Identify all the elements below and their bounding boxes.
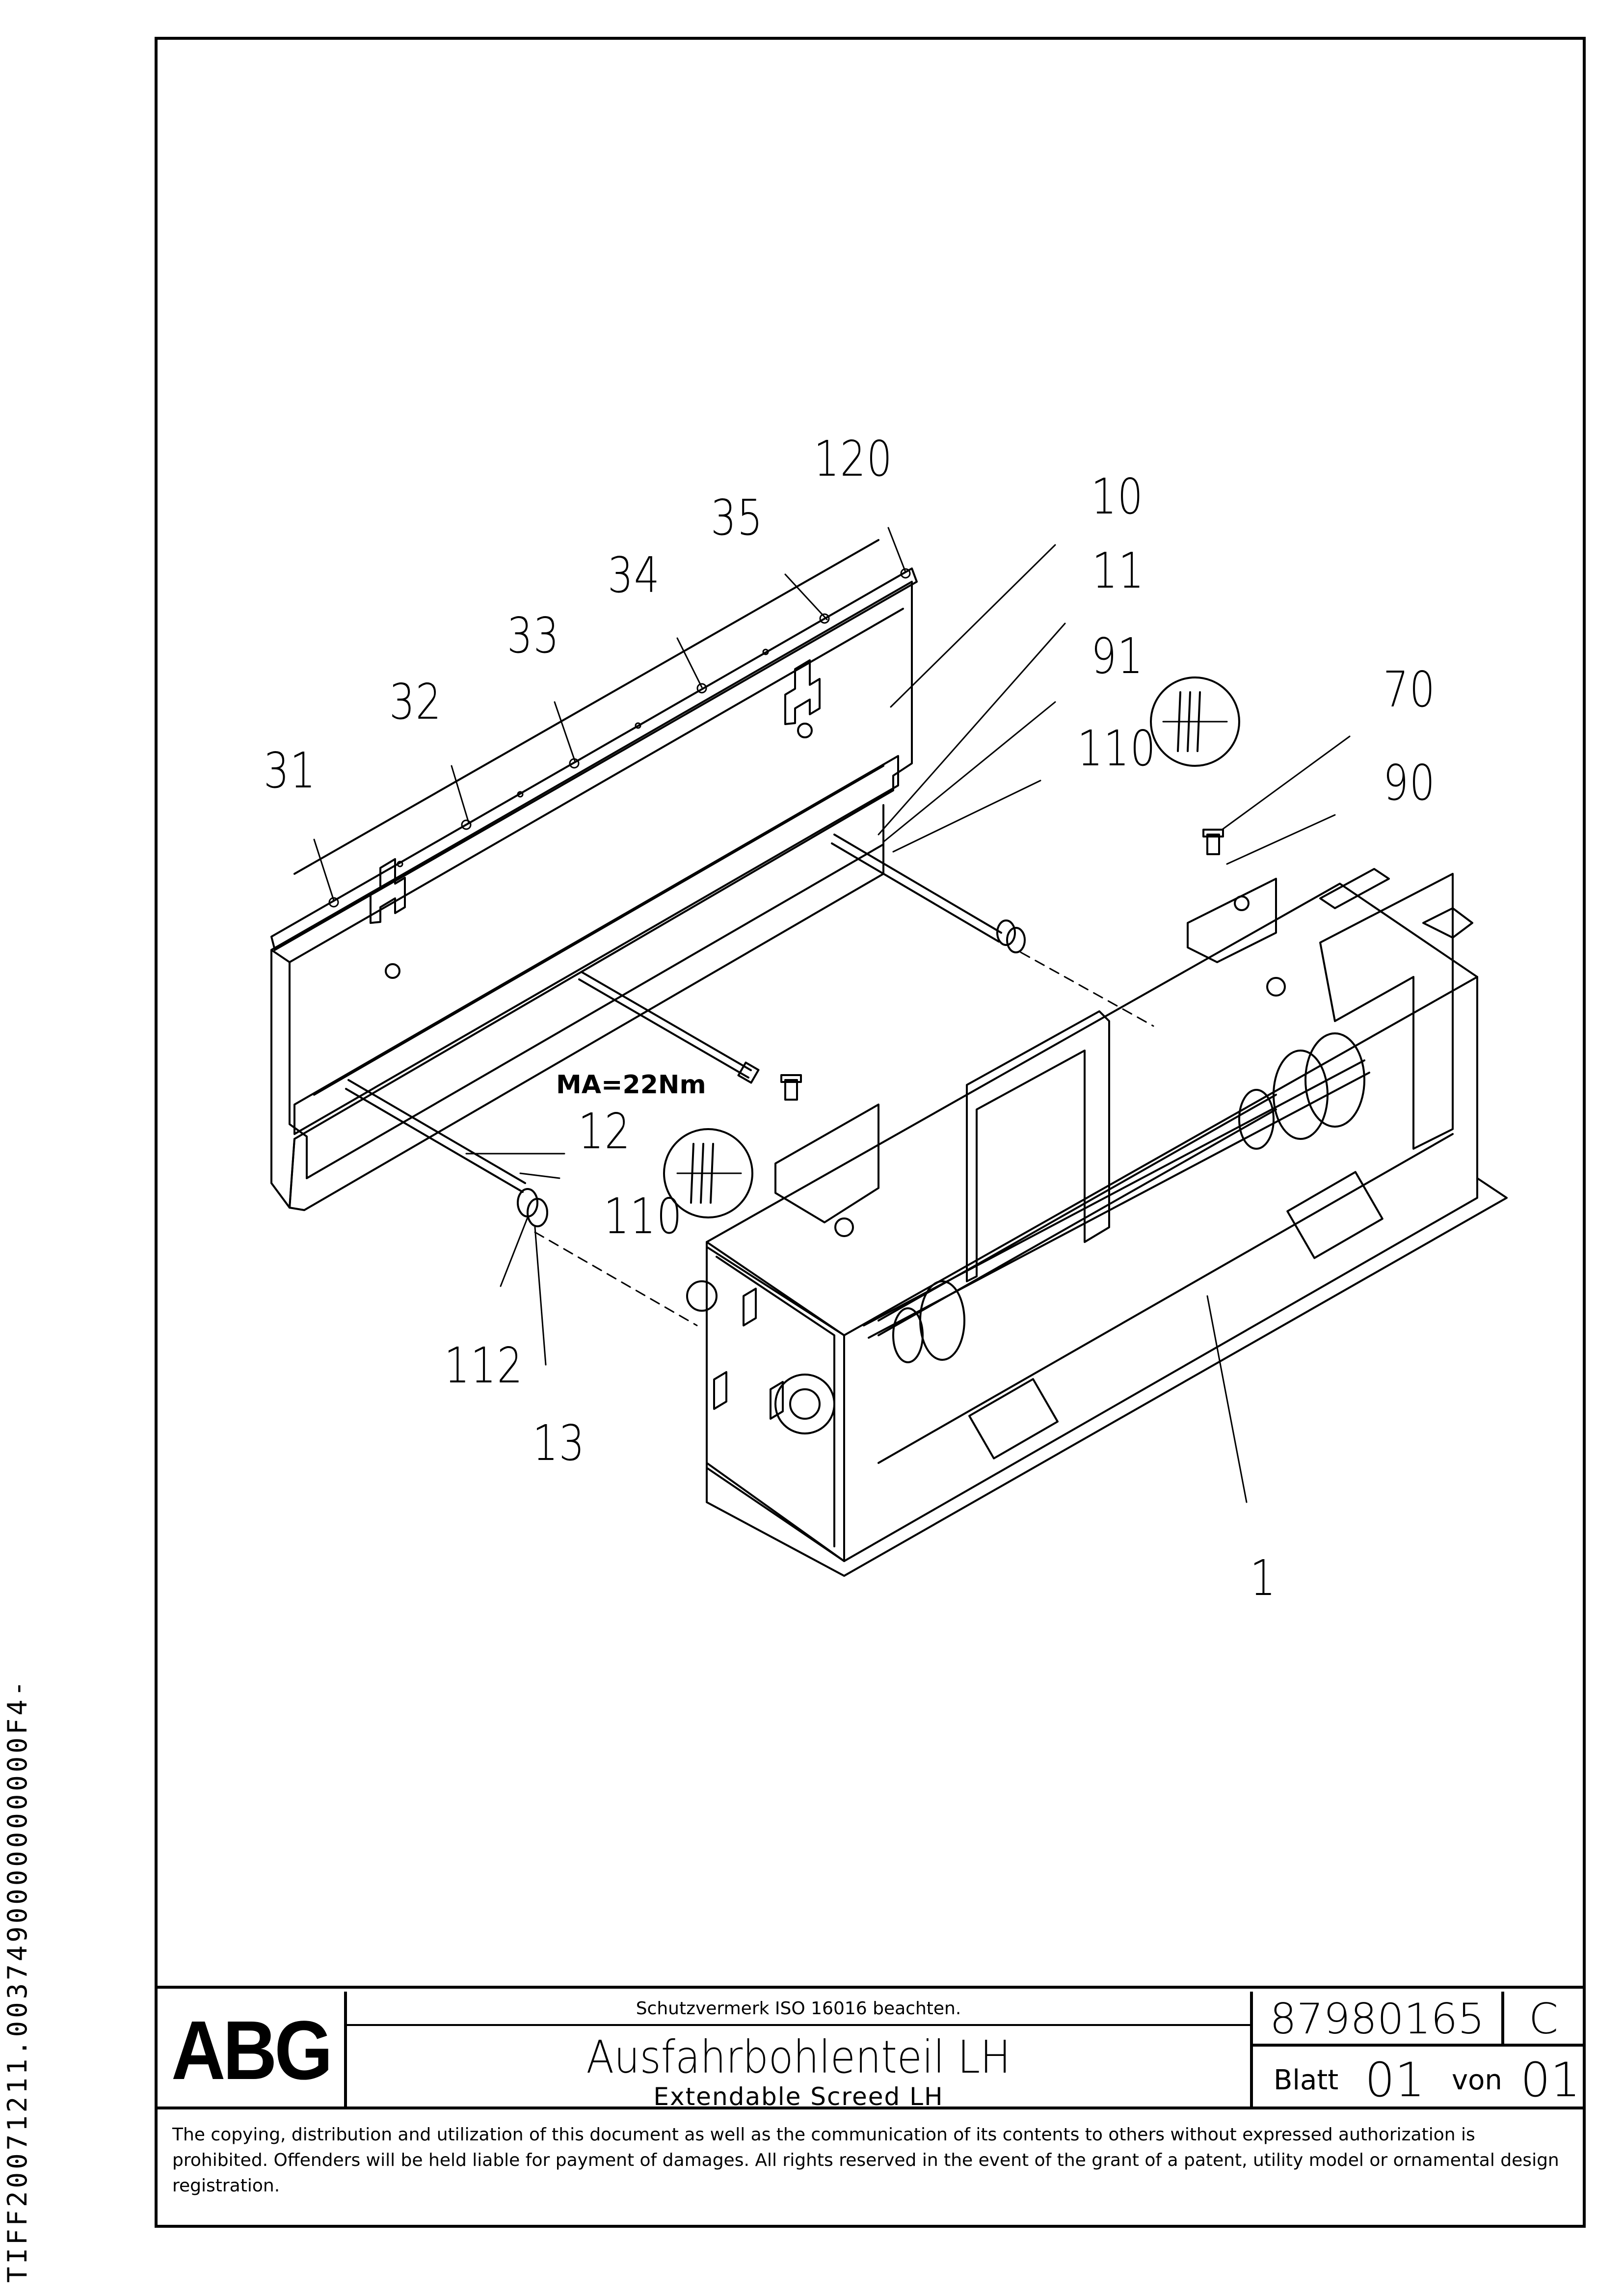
title-block: ABG Schutzvermerk ISO 16016 beachten. Au… xyxy=(158,1986,1583,2224)
title-block-top-row: ABG Schutzvermerk ISO 16016 beachten. Au… xyxy=(158,1986,1583,2111)
revision: C xyxy=(1504,1992,1583,2047)
sheet-total: 01 xyxy=(1520,2053,1581,2107)
callout-1: 1 xyxy=(1250,1549,1277,1607)
callout-32: 32 xyxy=(389,673,442,730)
company-logo: ABG xyxy=(171,2004,333,2097)
detail-symbols xyxy=(663,676,1240,1218)
drawing-frame xyxy=(155,37,1586,2228)
sheet-number: 01 xyxy=(1365,2053,1425,2107)
sheet-info: Blatt 01 von 01 xyxy=(1253,2047,1583,2109)
callout-13: 13 xyxy=(532,1414,585,1472)
document-number: 87980165 xyxy=(1253,1992,1504,2047)
callout-12: 12 xyxy=(578,1103,631,1160)
callout-110-upper: 110 xyxy=(1077,720,1157,777)
of-label: von xyxy=(1452,2064,1502,2096)
callout-110-lower: 110 xyxy=(604,1188,683,1245)
callout-35: 35 xyxy=(711,489,764,546)
callout-31: 31 xyxy=(264,742,317,799)
callout-10: 10 xyxy=(1091,468,1144,525)
callout-70: 70 xyxy=(1383,661,1436,718)
callout-11: 11 xyxy=(1092,542,1145,599)
drawing-title-en: Extendable Screed LH xyxy=(653,2082,944,2111)
protection-note: Schutzvermerk ISO 16016 beachten. xyxy=(347,1992,1250,2026)
fittings xyxy=(780,829,1224,1101)
number-cell: 87980165 C Blatt 01 von 01 xyxy=(1253,1992,1583,2109)
torque-label: MA=22Nm xyxy=(556,1070,706,1100)
callout-112: 112 xyxy=(444,1337,524,1394)
callout-120: 120 xyxy=(814,430,893,487)
callout-33: 33 xyxy=(507,607,560,664)
side-reference-code: TIFF20071211.0037490000000000F4- xyxy=(2,1677,33,2283)
title-cell: Schutzvermerk ISO 16016 beachten. Ausfah… xyxy=(347,1992,1253,2111)
guide-rods xyxy=(345,834,1154,1326)
legal-notice: The copying, distribution and utilizatio… xyxy=(158,2107,1583,2221)
logo-cell: ABG xyxy=(158,1992,347,2109)
screed-plate xyxy=(270,539,918,1211)
screed-body xyxy=(686,868,1508,1577)
leader-lines xyxy=(313,527,1351,1503)
callout-91: 91 xyxy=(1091,627,1144,685)
callout-90: 90 xyxy=(1383,754,1436,811)
callout-34: 34 xyxy=(608,546,661,604)
drawing-title-de: Ausfahrbohlenteil LH xyxy=(586,2031,1011,2083)
sheet-label: Blatt xyxy=(1274,2064,1339,2096)
